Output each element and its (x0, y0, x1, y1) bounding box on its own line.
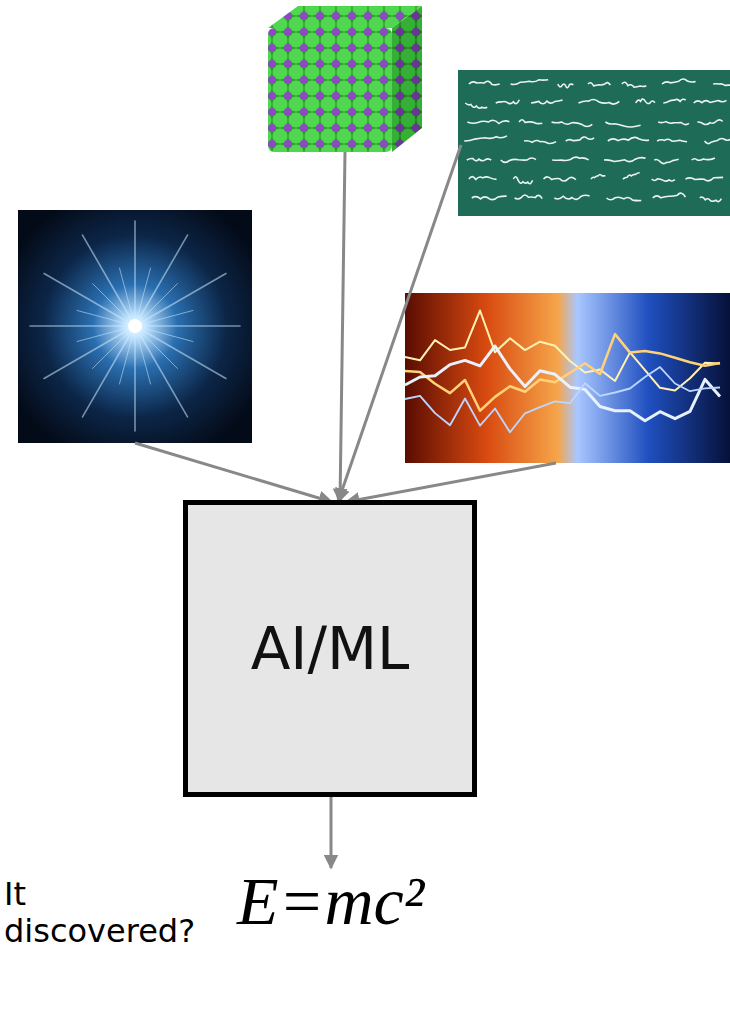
crystal-cube (268, 6, 422, 152)
star-ray (119, 326, 135, 384)
equation-stroke (662, 79, 696, 84)
lightning-bolt (405, 346, 720, 421)
equation-board (458, 70, 730, 216)
lightning-bolt (405, 334, 720, 411)
equation-stroke (608, 137, 649, 141)
equation-stroke (467, 120, 509, 123)
equation-stroke (636, 99, 655, 104)
star-rays (30, 221, 240, 431)
star-image (18, 210, 252, 443)
lightning-image (405, 293, 730, 463)
equation-stroke (686, 177, 724, 180)
equation-stroke (531, 100, 563, 104)
equation-stroke (554, 195, 589, 199)
equation-stroke (700, 197, 722, 202)
star-ray (135, 274, 226, 327)
star-ray (135, 310, 193, 326)
equation-stroke (501, 158, 536, 162)
star-ray (135, 235, 188, 326)
star-ray (44, 326, 135, 379)
star-ray (119, 268, 135, 326)
equation-stroke (652, 179, 675, 181)
equation-stroke (607, 197, 642, 200)
equation-stroke (694, 100, 727, 103)
equation-stroke (524, 141, 556, 144)
equation-scribbles (464, 79, 730, 202)
equation-stroke (697, 120, 722, 125)
star-ray (83, 235, 136, 326)
lightning-bolts (405, 311, 720, 433)
star-ray (77, 326, 135, 342)
equation-stroke (622, 82, 646, 87)
equation-stroke (467, 159, 491, 161)
equation-stroke (469, 81, 500, 85)
equation-stroke (663, 99, 685, 103)
star-ray (135, 326, 226, 379)
equation-stroke (658, 122, 689, 125)
output-arrow (330, 797, 333, 868)
equation-stroke (654, 159, 678, 163)
box-label: AI/ML (251, 615, 410, 683)
star-ray (135, 325, 240, 327)
equation-stroke (465, 103, 487, 108)
equation-stroke (566, 137, 594, 141)
equation-stroke (705, 139, 730, 144)
star-ray (77, 310, 135, 326)
star-ray (83, 326, 136, 417)
star-ray (135, 326, 188, 417)
equation-stroke (558, 84, 574, 88)
star-ray (134, 221, 136, 326)
equation-stroke (552, 122, 593, 126)
equation-stroke (579, 100, 620, 105)
formula-label: E=mc² (237, 862, 424, 941)
equation-stroke (591, 175, 605, 180)
input-arrows (135, 145, 556, 502)
star-ray (135, 326, 193, 342)
star-ray (44, 274, 135, 327)
equation-stroke (464, 136, 507, 141)
equation-stroke (552, 157, 588, 160)
equation-stroke (469, 177, 497, 180)
equation-stroke (692, 158, 715, 160)
equation-stroke (472, 196, 507, 200)
equation-stroke (605, 122, 640, 127)
star-ray (134, 326, 136, 431)
equation-stroke (604, 158, 646, 162)
lightning-bolt (405, 367, 720, 432)
equation-stroke (653, 193, 686, 198)
star-ray (30, 325, 135, 327)
star-ray (135, 268, 151, 326)
equation-stroke (511, 80, 549, 85)
equation-stroke (513, 177, 532, 184)
star-core (128, 319, 142, 333)
equation-stroke (496, 100, 520, 104)
question-note: It discovered? (4, 876, 194, 950)
equation-stroke (713, 84, 730, 86)
equation-stroke (519, 120, 542, 124)
equation-stroke (657, 139, 687, 141)
equation-stroke (515, 195, 543, 199)
process-box: AI/ML (183, 500, 477, 797)
equation-stroke (588, 83, 610, 86)
equation-stroke (544, 177, 576, 181)
star-ray (135, 326, 151, 384)
equation-stroke (623, 173, 640, 179)
